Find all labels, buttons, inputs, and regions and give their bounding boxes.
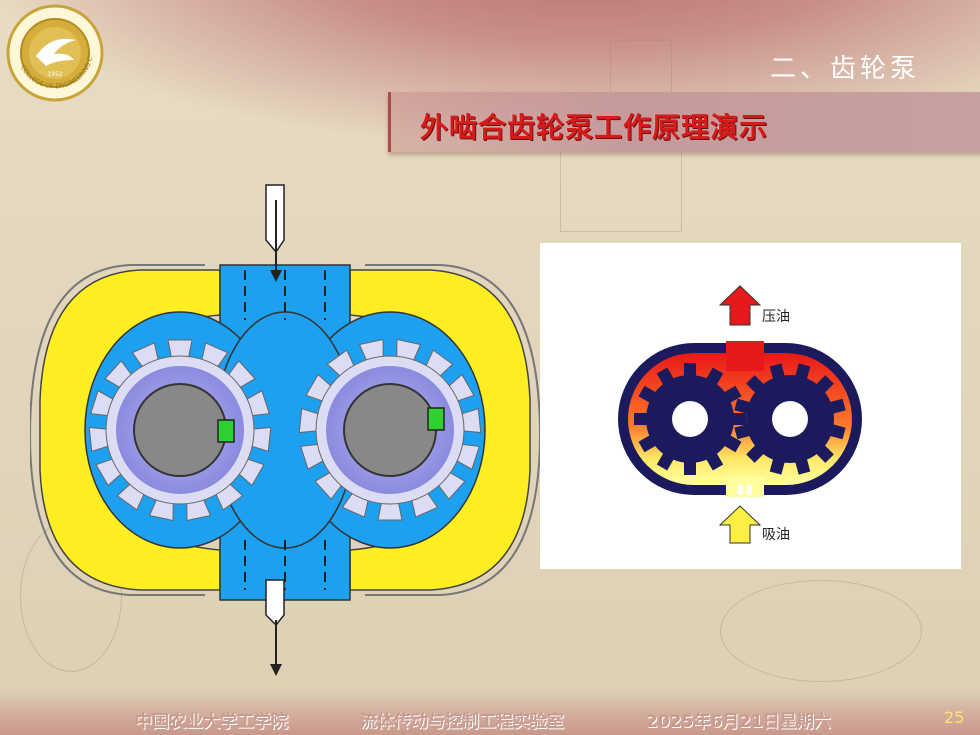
page-title: 外啮合齿轮泵工作原理演示: [420, 111, 769, 144]
pressure-arrow-icon: [718, 285, 762, 326]
footer-date: 2025年6月21日星期六: [646, 712, 831, 732]
label-pressure-oil: 压油: [762, 309, 790, 325]
svg-text:1952: 1952: [47, 71, 62, 78]
background-sketch: [720, 580, 922, 682]
outflow-arrow-icon: [265, 579, 285, 627]
footer-band: [0, 690, 980, 735]
small-gear-pump-diagram: 压油: [618, 285, 862, 544]
section-title: 二、齿轮泵: [770, 54, 921, 84]
label-suction-oil: 吸油: [762, 527, 790, 543]
page-number: 25: [944, 708, 965, 727]
right-gear-icon: [298, 338, 482, 521]
title-bar: [388, 92, 980, 152]
college-seal-icon: 1952 COLLEGE OF ENGINEERING CAU: [6, 4, 104, 102]
footer-lab: 流体传动与控制工程实验室: [360, 712, 564, 732]
background-sketch: [560, 150, 682, 232]
gear-pump-diagram: [30, 184, 540, 676]
suction-arrow-icon: [718, 505, 762, 544]
small-schematic-panel: 压油: [540, 243, 961, 569]
footer-institution: 中国农业大学工学院: [135, 712, 288, 732]
left-gear-icon: [88, 339, 272, 522]
